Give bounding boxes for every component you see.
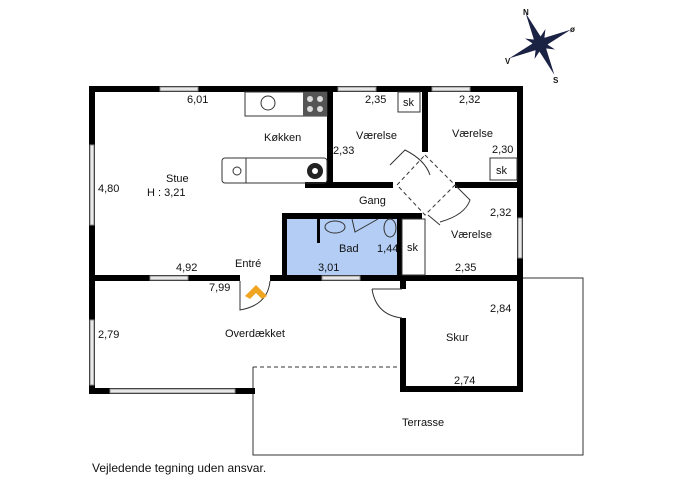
hall-closet-label: sk bbox=[407, 242, 419, 254]
compass-west: V bbox=[505, 57, 511, 66]
bath-name: Bad bbox=[339, 243, 359, 255]
stue-height: H : 3,21 bbox=[147, 187, 186, 199]
terrace-name: Terrasse bbox=[402, 417, 444, 429]
room3-dim-side: 2,32 bbox=[490, 207, 511, 219]
room1-closet: sk bbox=[403, 97, 415, 109]
disclaimer: Vejledende tegning uden ansvar. bbox=[92, 461, 267, 475]
stue-dim-left: 4,80 bbox=[98, 183, 119, 195]
kitchen-counters bbox=[221, 91, 328, 184]
entrance-door[interactable] bbox=[239, 280, 271, 311]
closet-room1 bbox=[397, 91, 421, 113]
stove-icon bbox=[303, 92, 327, 116]
covered-name: Overdækket bbox=[225, 328, 285, 340]
bath-door bbox=[351, 218, 379, 233]
shed-name: Skur bbox=[446, 332, 469, 344]
room2-closet: sk bbox=[496, 165, 508, 177]
entrance-arrow-icon bbox=[245, 285, 267, 299]
hall-name: Gang bbox=[359, 195, 386, 207]
bathroom-floor bbox=[285, 218, 400, 275]
covered-dim-left: 2,79 bbox=[98, 329, 119, 341]
room1-name: Værelse bbox=[356, 130, 397, 142]
kitchen-name: Køkken bbox=[264, 132, 301, 144]
room2-dim-top: 2,32 bbox=[459, 94, 480, 106]
terrace-outline bbox=[252, 277, 584, 456]
closet-room2 bbox=[489, 157, 518, 181]
bath-dim-bottom: 3,01 bbox=[318, 262, 339, 274]
room1-dim-side: 2,33 bbox=[333, 145, 354, 157]
compass-rose-icon: N ø S V bbox=[505, 8, 575, 85]
hall-closet bbox=[401, 218, 426, 276]
windows bbox=[89, 86, 523, 394]
sink-icon bbox=[260, 95, 276, 111]
compass-north: N bbox=[523, 8, 529, 17]
toilet-icon bbox=[383, 218, 397, 238]
covered-dim-top: 7,99 bbox=[209, 282, 230, 294]
stue-name: Stue bbox=[166, 173, 189, 185]
hall-doors bbox=[389, 149, 471, 226]
entry-dim-bottom: 4,92 bbox=[176, 262, 197, 274]
shed-dim-side: 2,84 bbox=[490, 303, 511, 315]
shed-door[interactable] bbox=[371, 288, 403, 319]
room2-name: Værelse bbox=[452, 128, 493, 140]
stue-dim-top: 6,01 bbox=[187, 94, 208, 106]
compass-east: ø bbox=[570, 25, 575, 34]
bath-dim-side: 1,44 bbox=[377, 243, 398, 255]
compass-south: S bbox=[553, 76, 559, 85]
entry-name: Entré bbox=[235, 258, 261, 270]
room1-dim-top: 2,35 bbox=[365, 94, 386, 106]
room3-dim-bottom: 2,35 bbox=[455, 262, 476, 274]
room3-name: Værelse bbox=[451, 229, 492, 241]
room2-dim-side: 2,30 bbox=[492, 144, 513, 156]
shed-dim-bottom: 2,74 bbox=[454, 375, 475, 387]
bath-sink-icon bbox=[324, 220, 346, 234]
